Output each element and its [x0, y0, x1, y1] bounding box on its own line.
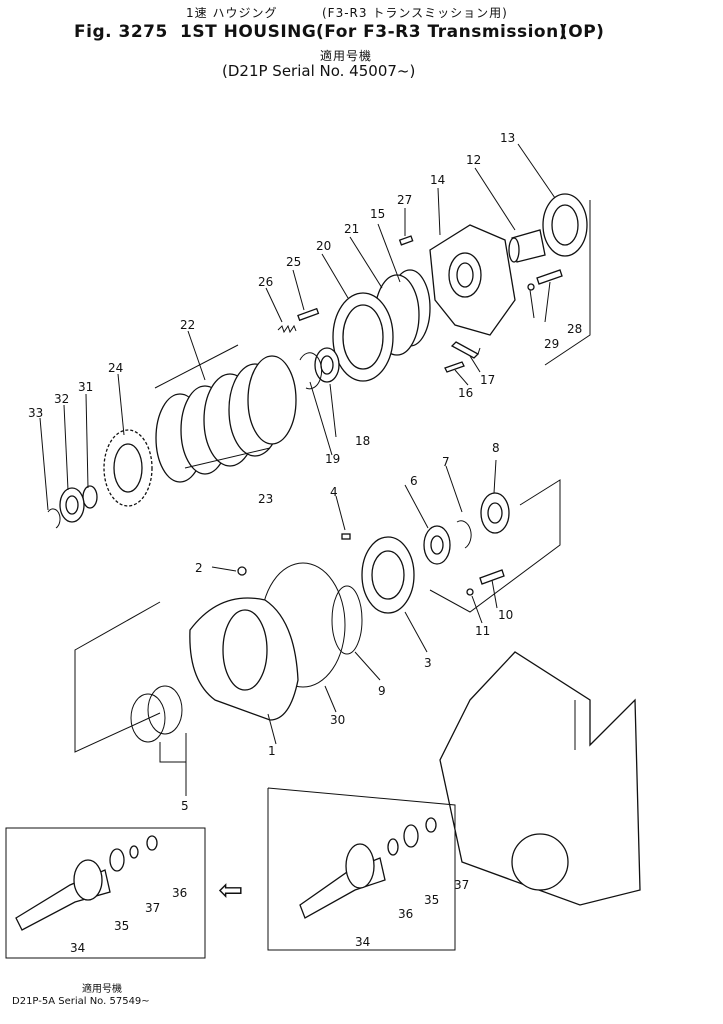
part-31-ring [82, 485, 98, 509]
part-11-washer [466, 588, 474, 596]
callout-8: 8 [492, 441, 500, 455]
part-33-snap-ring [47, 508, 61, 529]
part-22-23-clutch-pack [154, 344, 297, 483]
callout-37: 37 [454, 878, 469, 892]
callout-14: 14 [430, 173, 445, 187]
callout-11: 11 [475, 624, 490, 638]
inset-callout-36: 36 [172, 886, 187, 900]
part-10-bolt [479, 569, 505, 585]
part-5-seal-rings [130, 685, 183, 743]
callout-23: 23 [258, 492, 273, 506]
callout-30: 30 [330, 713, 345, 727]
callout-22: 22 [180, 318, 195, 332]
part-16-bolt [444, 361, 465, 373]
group-bracket-top [544, 200, 591, 366]
callout-36: 36 [398, 907, 413, 921]
part-27-pin [398, 235, 414, 246]
part-25-pin [297, 307, 320, 322]
part-17-lock-plate [450, 341, 480, 359]
part-19-snap-ring [299, 352, 323, 390]
callout-19: 19 [325, 452, 340, 466]
callout-20: 20 [316, 239, 331, 253]
callout-1: 1 [268, 744, 276, 758]
leader-lines [39, 143, 556, 796]
part-8-bearing [480, 492, 510, 534]
part-13-cover [542, 193, 588, 257]
part-1-housing [189, 597, 299, 721]
part-24-gear [103, 429, 153, 507]
group-bracket-left [74, 601, 161, 753]
callout-32: 32 [54, 392, 69, 406]
callout-26: 26 [258, 275, 273, 289]
callout-24: 24 [108, 361, 123, 375]
callout-33: 33 [28, 406, 43, 420]
callout-5: 5 [181, 799, 189, 813]
callout-3: 3 [424, 656, 432, 670]
callout-28: 28 [567, 322, 582, 336]
transmission-case [439, 651, 641, 906]
part-12-bushing [508, 229, 546, 263]
callout-2: 2 [195, 561, 203, 575]
callout-31: 31 [78, 380, 93, 394]
callout-6: 6 [410, 474, 418, 488]
callout-35: 35 [424, 893, 439, 907]
group-bracket-right [429, 479, 561, 613]
callout-29: 29 [544, 337, 559, 351]
part-26-spring [277, 324, 297, 334]
transmission-title: (For F3-R3 Transmission) [316, 22, 567, 42]
callout-15: 15 [370, 207, 385, 221]
part-20-piston [332, 292, 394, 382]
callout-34: 34 [355, 935, 370, 949]
inset-part-36-washer [146, 835, 158, 851]
callout-25: 25 [286, 255, 301, 269]
part-2-plug [237, 566, 247, 576]
part-6-bearing [423, 525, 451, 565]
part-14-housing-cover [429, 224, 516, 336]
callout-17: 17 [480, 373, 495, 387]
callout-13: 13 [500, 131, 515, 145]
shaft-group-bracket [267, 787, 456, 951]
part-28-bolt [536, 269, 563, 285]
page-title: 1ST HOUSING [180, 22, 317, 42]
part-9-o-ring [331, 585, 363, 655]
callout-12: 12 [466, 153, 481, 167]
inset-callout-35: 35 [114, 919, 129, 933]
callouts: 1 2 3 4 5 6 7 8 9 10 11 12 13 14 15 16 1… [28, 131, 582, 955]
serial-range: (D21P Serial No. 45007~) [222, 62, 416, 80]
part-29-washer [527, 283, 535, 291]
title-japanese: 1速 ハウジング [186, 6, 278, 20]
callout-9: 9 [378, 684, 386, 698]
inset-callout-37: 37 [145, 901, 160, 915]
inset-part-37-ring [129, 845, 139, 859]
callout-18: 18 [355, 434, 370, 448]
part-18-bearing [314, 347, 340, 383]
part-4-plug [341, 533, 351, 540]
callout-27: 27 [397, 193, 412, 207]
inset-part-35-bearing [109, 848, 125, 872]
part-7-snap-ring [456, 520, 472, 549]
callout-10: 10 [498, 608, 513, 622]
direction-arrow: ⇦ [218, 873, 243, 908]
option-label: (OP) [560, 22, 605, 42]
part-36-washer [387, 838, 399, 856]
variant-inset-box [5, 827, 206, 959]
part-34-shaft [299, 843, 386, 919]
part-32-bearing [59, 487, 85, 523]
part-35-bearing [403, 824, 419, 848]
inset-part-34-shaft [15, 859, 111, 931]
part-3-carrier [361, 536, 415, 614]
transmission-japanese: (F3-R3 トランスミッション用) [322, 6, 508, 20]
inset-callout-34: 34 [70, 941, 85, 955]
footer-applicable-japanese: 適用号機 [82, 984, 122, 995]
footer-serial: D21P-5A Serial No. 57549~ [12, 996, 150, 1007]
callout-4: 4 [330, 485, 338, 499]
callout-21: 21 [344, 222, 359, 236]
applicable-japanese: 適用号機 [320, 49, 373, 63]
callout-16: 16 [458, 386, 473, 400]
figure-label: Fig. 3275 [74, 22, 168, 42]
part-37-ring [425, 817, 437, 833]
callout-7: 7 [442, 455, 450, 469]
